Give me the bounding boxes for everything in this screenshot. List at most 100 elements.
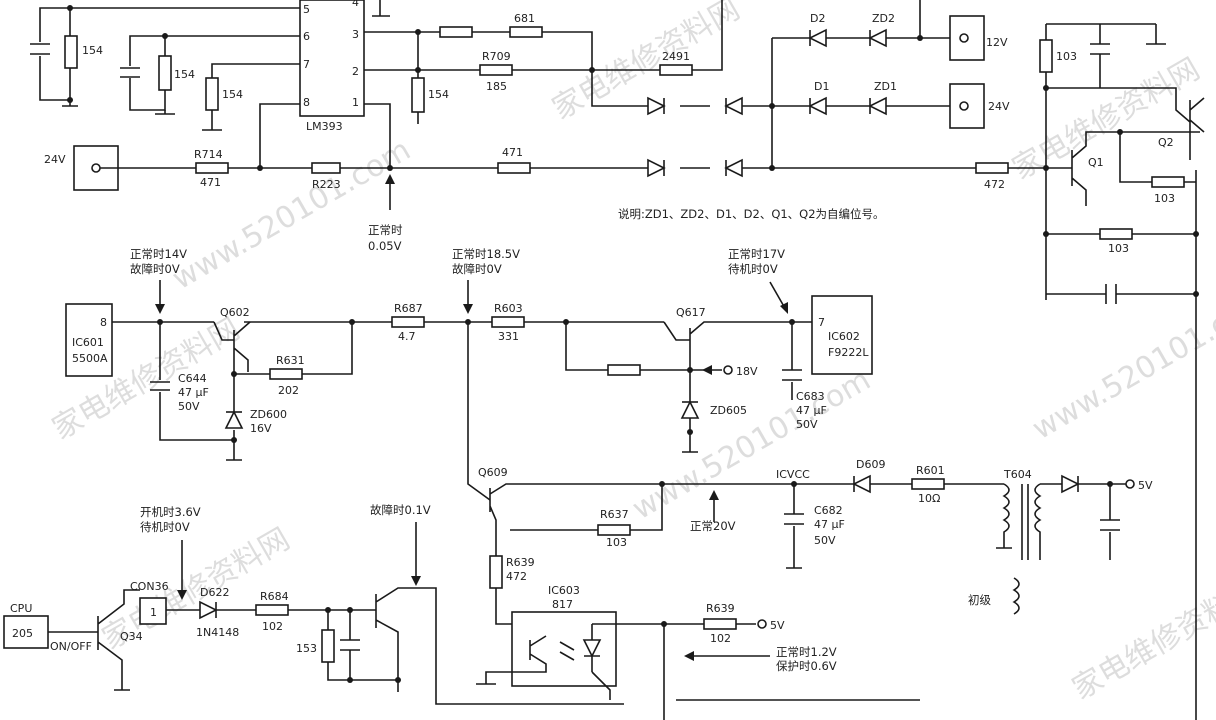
- lm393-pin1: 1: [352, 96, 359, 109]
- primary-label: 初级: [968, 593, 991, 607]
- d2-label: D2: [810, 12, 825, 25]
- terminal-12v: 12V: [986, 36, 1008, 49]
- c683-label: C683: [796, 390, 825, 403]
- r631-label: R631: [276, 354, 305, 367]
- watermark: www.520101.com: [1027, 282, 1216, 447]
- r103b-label: 103: [1154, 192, 1175, 205]
- q1-label: Q1: [1088, 156, 1104, 169]
- r631-value: 202: [278, 384, 299, 397]
- r639-label: R639: [506, 556, 535, 569]
- con36-pin: 1: [150, 606, 157, 619]
- r603-value: 331: [498, 330, 519, 343]
- note-18.5v-fault: 故障时0V: [452, 262, 502, 276]
- r687-label: R687: [394, 302, 423, 315]
- r687-value: 4.7: [398, 330, 416, 343]
- lm393-pin2: 2: [352, 65, 359, 78]
- watermark: 家电维修资料网: [1067, 572, 1216, 707]
- t604-label: T604: [1003, 468, 1032, 481]
- lm393-pin4: 4: [352, 0, 359, 9]
- q609-label: Q609: [478, 466, 508, 479]
- r714-label: R714: [194, 148, 223, 161]
- r471-label: 471: [502, 146, 523, 159]
- terminal-24v-out: 24V: [988, 100, 1010, 113]
- watermark: www.520101.com: [627, 362, 877, 527]
- d622-label: D622: [200, 586, 229, 599]
- lm393-pin5: 5: [303, 3, 310, 16]
- ic602-pin: 7: [818, 316, 825, 329]
- c644-voltage: 50V: [178, 400, 200, 413]
- middle-section: 8 IC601 5500A 正常时14V 故障时0V C644 47 μF 50…: [65, 247, 1153, 615]
- terminal-24v-in: [91, 163, 101, 173]
- r714-value: 471: [200, 176, 221, 189]
- r603-label: R603: [494, 302, 523, 315]
- r639b-label: R639: [706, 602, 735, 615]
- con36-label: CON36: [130, 580, 169, 593]
- q617-label: Q617: [676, 306, 706, 319]
- r154c-label: 154: [428, 88, 449, 101]
- icvcc-label: ICVCC: [776, 468, 810, 481]
- terminal-18v: 18V: [736, 365, 758, 378]
- ic602-part: F9222L: [828, 346, 869, 359]
- r601-label: R601: [916, 464, 945, 477]
- r154b-label: 154: [222, 88, 243, 101]
- c644-value: 47 μF: [178, 386, 209, 399]
- ic603-name: IC603: [548, 584, 580, 597]
- zd605-label: ZD605: [710, 404, 747, 417]
- r639b-value: 102: [710, 632, 731, 645]
- q34-label: Q34: [120, 630, 143, 643]
- c154a-label: 154: [82, 44, 103, 57]
- lm393-pin6: 6: [303, 30, 310, 43]
- r637-label: R637: [600, 508, 629, 521]
- ic602: [811, 295, 873, 375]
- c682-label: C682: [814, 504, 843, 517]
- d609-label: D609: [856, 458, 885, 471]
- note-normal: 正常时: [368, 223, 403, 237]
- r223-label: R223: [312, 178, 341, 191]
- terminal-5v-out: 5V: [1138, 479, 1153, 492]
- note-1.2v: 正常时1.2V: [776, 645, 837, 659]
- note-14v-fault: 故障时0V: [130, 262, 180, 276]
- ic601-pin: 8: [100, 316, 107, 329]
- note-0.6v-protect: 保护时0.6V: [776, 659, 837, 673]
- r684-value: 102: [262, 620, 283, 633]
- r684-label: R684: [260, 590, 289, 603]
- lm393-section: LM393 5 4 6 7 8 3 2 1 154 154 154: [30, 0, 1205, 720]
- watermark: 家电维修资料网: [547, 0, 746, 127]
- watermark: 家电维修资料网: [1007, 52, 1206, 187]
- c644-label: C644: [178, 372, 207, 385]
- note-14v: 正常时14V: [130, 247, 187, 261]
- r2491-label: 2491: [662, 50, 690, 63]
- explain-note: 说明:ZD1、ZD2、D1、D2、Q1、Q2为自编位号。: [618, 207, 885, 221]
- c683-value: 47 μF: [796, 404, 827, 417]
- ic603-part: 817: [552, 598, 573, 611]
- q2-label: Q2: [1158, 136, 1174, 149]
- c682-voltage: 50V: [814, 534, 836, 547]
- zd600-value: 16V: [250, 422, 272, 435]
- note-3.6v-standby: 待机时0V: [140, 520, 190, 534]
- ic601-name: IC601: [72, 336, 104, 349]
- r681-label: 681: [514, 12, 535, 25]
- r639-value: 472: [506, 570, 527, 583]
- r154a-label: 154: [174, 68, 195, 81]
- cpu-label: CPU: [10, 602, 32, 615]
- r103c-label: 103: [1108, 242, 1129, 255]
- lm393-ic: [299, 0, 365, 117]
- note-0.05v: 0.05V: [368, 239, 402, 253]
- terminal-24v-in-label: 24V: [44, 153, 66, 166]
- note-3.6v: 开机时3.6V: [140, 505, 201, 519]
- bottom-section: CPU 205 ON/OFF Q34 CON36 1 开机时3.6V 待机时0V…: [3, 503, 920, 720]
- note-18.5v: 正常时18.5V: [452, 247, 520, 261]
- c683-voltage: 50V: [796, 418, 818, 431]
- zd600-label: ZD600: [250, 408, 287, 421]
- lm393-pin7: 7: [303, 58, 310, 71]
- r709-label: R709: [482, 50, 511, 63]
- c682-value: 47 μF: [814, 518, 845, 531]
- zd1-label: ZD1: [874, 80, 897, 93]
- r103a-label: 103: [1056, 50, 1077, 63]
- note-fault-0.1v: 故障时0.1V: [370, 503, 431, 517]
- note-17v-standby: 待机时0V: [728, 262, 778, 276]
- cpu-box: [3, 615, 49, 649]
- d622-value: 1N4148: [196, 626, 239, 639]
- d1-label: D1: [814, 80, 829, 93]
- r472-label: 472: [984, 178, 1005, 191]
